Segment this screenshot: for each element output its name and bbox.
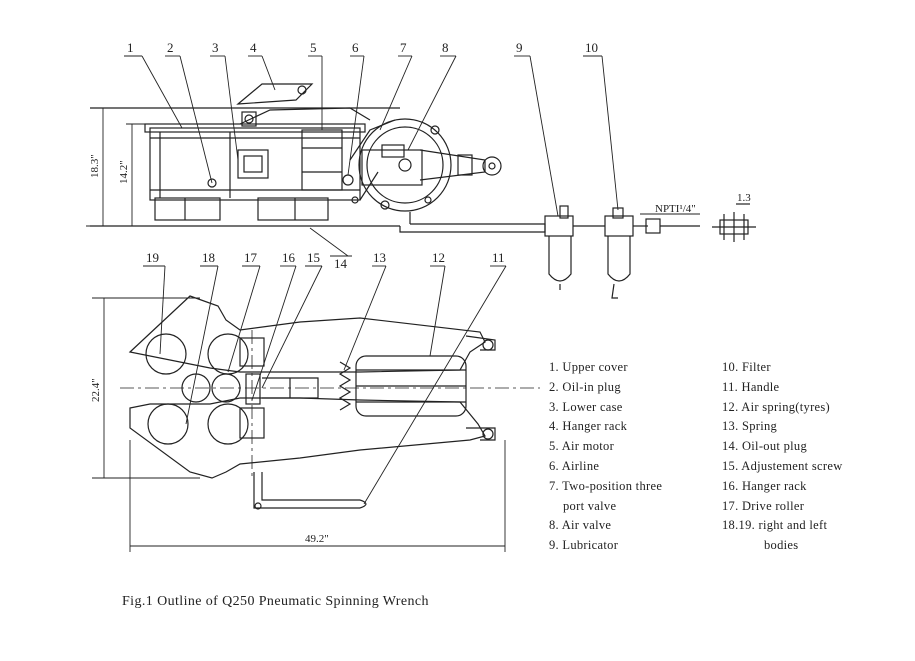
- callout-8: 8: [442, 40, 449, 55]
- dim-case-height: 14.2": [118, 160, 130, 184]
- legend-item: 3. Lower case: [549, 399, 623, 414]
- callout-11: 11: [492, 250, 505, 265]
- callout-17: 17: [244, 250, 258, 265]
- callout-10: 10: [585, 40, 598, 55]
- callout-4: 4: [250, 40, 257, 55]
- legend-right: 10. Filter 11. Handle 12. Air spring(tyr…: [722, 358, 843, 556]
- leader-lines: [124, 55, 700, 505]
- legend-left: 1. Upper cover 2. Oil-in plug 3. Lower c…: [549, 358, 662, 556]
- callout-14: 14: [334, 256, 348, 271]
- callout-12: 12: [432, 250, 445, 265]
- callout-7: 7: [400, 40, 407, 55]
- legend-item: 6. Airline: [549, 458, 600, 473]
- callout-9: 9: [516, 40, 523, 55]
- legend-item: 7. Two-position three: [549, 478, 663, 493]
- callout-18: 18: [202, 250, 215, 265]
- legend-item: 1. Upper cover: [549, 360, 628, 374]
- legend-item: 2. Oil-in plug: [549, 379, 621, 394]
- legend-item: 13. Spring: [722, 419, 778, 434]
- legend-item: 15. Adjustement screw: [722, 458, 843, 473]
- legend-item-continuation: bodies: [764, 538, 799, 553]
- legend-item: 16. Hanger rack: [722, 478, 807, 493]
- dimension-lines-top: [86, 108, 150, 227]
- dimension-lines-bottom: [92, 297, 506, 552]
- callout-13: 13: [373, 250, 386, 265]
- legend-item-continuation: port valve: [563, 498, 617, 513]
- callout-3: 3: [212, 40, 219, 55]
- dim-jaw-height: 22.4": [90, 378, 102, 402]
- legend-item: 12. Air spring(tyres): [722, 399, 831, 414]
- legend-item: 5. Air motor: [549, 439, 615, 454]
- figure-caption: Fig.1 Outline of Q250 Pneumatic Spinning…: [122, 594, 429, 609]
- plan-view: [120, 295, 540, 510]
- dim-overall-height: 18.3": [89, 154, 101, 178]
- legend-item: 18.19. right and left: [722, 518, 828, 533]
- legend-item: 8. Air valve: [549, 518, 612, 533]
- callout-5: 5: [310, 40, 317, 55]
- side-view: [90, 83, 756, 299]
- legend-item: 4. Hanger rack: [549, 419, 628, 434]
- legend-item: 17. Drive roller: [722, 498, 805, 513]
- callout-19: 19: [146, 250, 159, 265]
- legend-item: 9. Lubricator: [549, 538, 619, 553]
- callout-16: 16: [282, 250, 296, 265]
- callout-2: 2: [167, 40, 174, 55]
- callout-15: 15: [307, 250, 320, 265]
- legend-item: 11. Handle: [722, 379, 780, 394]
- dim-thread-spec: NPTI¹/4": [655, 203, 696, 215]
- legend-item: 14. Oil-out plug: [722, 439, 808, 454]
- callout-6: 6: [352, 40, 359, 55]
- callout-1: 1: [127, 40, 134, 55]
- legend-item: 10. Filter: [722, 360, 771, 374]
- dim-overall-length: 49.2": [305, 533, 329, 545]
- dim-small: 1.3: [737, 192, 751, 204]
